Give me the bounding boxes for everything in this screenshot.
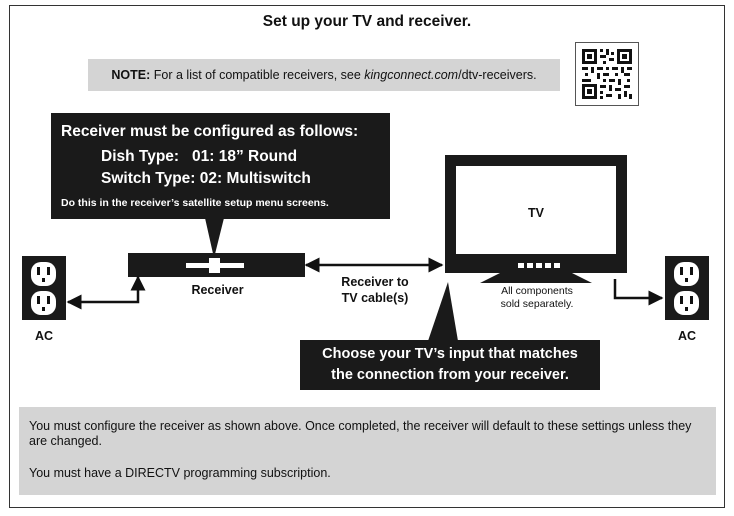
footer-config-text: You must configure the receiver as shown… — [29, 419, 692, 448]
components-note: All components sold separately. — [487, 285, 587, 311]
receiver-config-subtext: Do this in the receiver’s satellite setu… — [61, 197, 329, 209]
note-label: NOTE: — [111, 68, 151, 82]
receiver-config-callout: Receiver must be configured as follows: … — [51, 113, 390, 219]
tv-input-callout-line1: Choose your TV’s input that matches — [322, 346, 578, 362]
ac-label-right: AC — [677, 329, 697, 343]
footer-info-box: You must configure the receiver as shown… — [19, 407, 716, 495]
tv-input-callout: Choose your TV’s input that matches the … — [300, 340, 600, 390]
note-box: NOTE: For a list of compatible receivers… — [88, 59, 560, 91]
tv-input-callout-line2: the connection from your receiver. — [331, 367, 569, 383]
cable-label-line2: TV cable(s) — [341, 291, 409, 305]
power-cord-left — [66, 275, 146, 310]
outlet-left-icon — [22, 256, 66, 320]
ac-label-left: AC — [34, 329, 54, 343]
note-text: For a list of compatible receivers, see — [150, 68, 365, 82]
components-note-line2: sold separately. — [500, 298, 574, 310]
receiver-callout-pointer — [205, 218, 224, 258]
page-title: Set up your TV and receiver. — [262, 13, 472, 30]
cable-label-line1: Receiver to — [341, 275, 409, 289]
tv-label: TV — [528, 206, 544, 220]
tv-icon — [445, 155, 627, 283]
tv-callout-pointer — [428, 282, 458, 341]
qr-code-icon[interactable] — [575, 42, 639, 106]
components-note-line1: All components — [501, 285, 573, 297]
outlet-right-icon — [665, 256, 709, 320]
footer-subscription-text: You must have a DIRECTV programming subs… — [29, 466, 331, 480]
receiver-config-heading: Receiver must be configured as follows: — [61, 123, 359, 140]
power-cord-right — [613, 279, 664, 306]
receiver-icon — [128, 253, 305, 277]
note-link-domain[interactable]: kingconnect.com — [364, 68, 459, 82]
note-link-path[interactable]: /dtv-receivers. — [458, 68, 537, 82]
dish-type-setting: Dish Type: 01: 18” Round — [101, 148, 298, 165]
switch-type-setting: Switch Type: 02: Multiswitch — [101, 170, 311, 187]
cable-label: Receiver to TV cable(s) — [320, 274, 430, 306]
receiver-label: Receiver — [191, 283, 244, 297]
